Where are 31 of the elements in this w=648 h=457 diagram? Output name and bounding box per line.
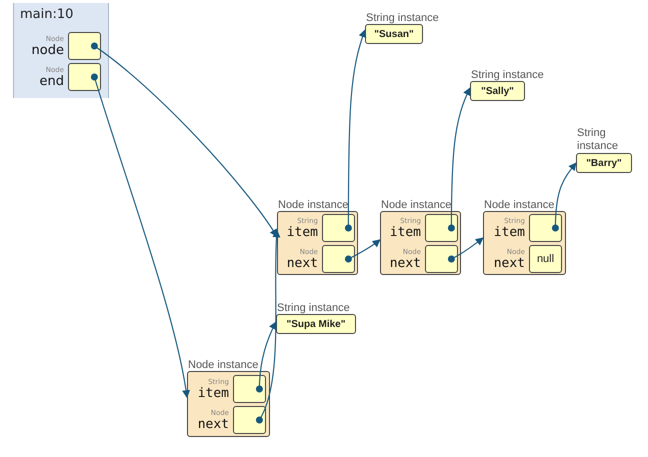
object-type-label: Node instance xyxy=(381,199,452,211)
reference-arrow xyxy=(348,29,366,228)
string-value: "Susan" xyxy=(374,28,414,40)
variable-name: next xyxy=(390,256,421,270)
object-type-label: Node instance xyxy=(484,199,554,211)
variable-name: next xyxy=(494,256,525,270)
object-type-label: String instance xyxy=(577,127,619,153)
variable-name: next xyxy=(198,416,229,432)
reference-arrow xyxy=(450,87,471,228)
object-type-label: String instance xyxy=(471,69,544,81)
object-type-label: String instance xyxy=(366,12,439,24)
null-value: null xyxy=(536,253,554,265)
frame-title: main:10 xyxy=(20,7,74,22)
variable-name: end xyxy=(40,74,64,88)
variable-name: item xyxy=(286,224,318,240)
string-value: "Supa Mike" xyxy=(286,318,346,330)
reference-arrow xyxy=(451,237,484,260)
reference-arrow xyxy=(94,46,278,238)
string-value: "Barry" xyxy=(586,158,622,168)
reference-arrow xyxy=(258,229,281,420)
object-type-label: Node instance xyxy=(278,199,348,211)
variable-name: node xyxy=(32,42,64,58)
variable-name: item xyxy=(198,386,229,400)
reference-arrow xyxy=(348,239,381,260)
variable-name: item xyxy=(494,224,525,240)
variable-name: item xyxy=(390,224,421,240)
variable-name: next xyxy=(286,256,318,270)
object-type-label: String instance xyxy=(277,302,350,314)
string-value: "Sally" xyxy=(481,86,514,96)
stack-frame xyxy=(13,3,109,98)
object-type-label: Node instance xyxy=(188,359,258,371)
